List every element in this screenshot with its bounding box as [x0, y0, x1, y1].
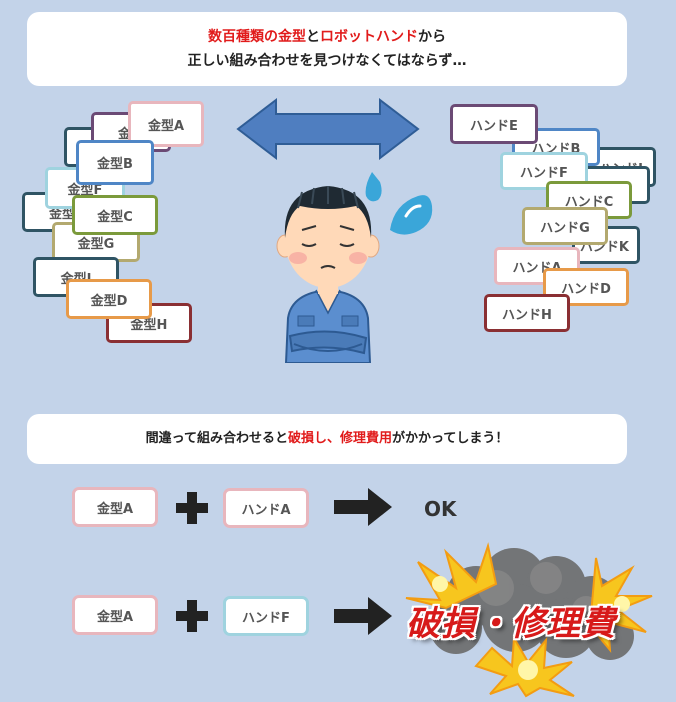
- row-ok-hand-card: ハンドA: [223, 488, 309, 528]
- explosion-icon: [405, 542, 653, 698]
- row-ng-mold-card: 金型A: [72, 595, 158, 635]
- hand-card: ハンドH: [484, 294, 570, 332]
- mold-card: 金型D: [66, 279, 152, 319]
- hand-card: ハンドE: [450, 104, 538, 144]
- row-ok-mold-card: 金型A: [72, 487, 158, 527]
- worried-worker-illustration: [276, 186, 380, 363]
- plus-icon: [176, 600, 208, 632]
- mold-card: 金型B: [76, 140, 154, 185]
- mold-card: 金型A: [128, 101, 204, 147]
- plus-icon: [176, 492, 208, 524]
- result-damage-label: 破損・修理費: [406, 604, 616, 644]
- sweat-drop-icon: [365, 172, 433, 235]
- right-arrow-icon: [334, 597, 392, 635]
- hand-card: ハンドG: [522, 207, 608, 245]
- mold-card: 金型C: [72, 195, 158, 235]
- double-arrow-icon: [236, 98, 420, 160]
- top-message-line1: 数百種類の金型とロボットハンドから: [208, 29, 446, 45]
- warning-message-panel: 間違って組み合わせると破損し、修理費用がかかってしまう！: [27, 414, 627, 464]
- row-ng-hand-card: ハンドF: [223, 596, 309, 636]
- right-arrow-icon: [334, 488, 392, 526]
- top-message-line2: 正しい組み合わせを見つけなくてはならず…: [187, 53, 467, 69]
- result-ok-label: OK: [424, 497, 457, 521]
- top-message-panel: 数百種類の金型とロボットハンドから 正しい組み合わせを見つけなくてはならず…: [27, 12, 627, 86]
